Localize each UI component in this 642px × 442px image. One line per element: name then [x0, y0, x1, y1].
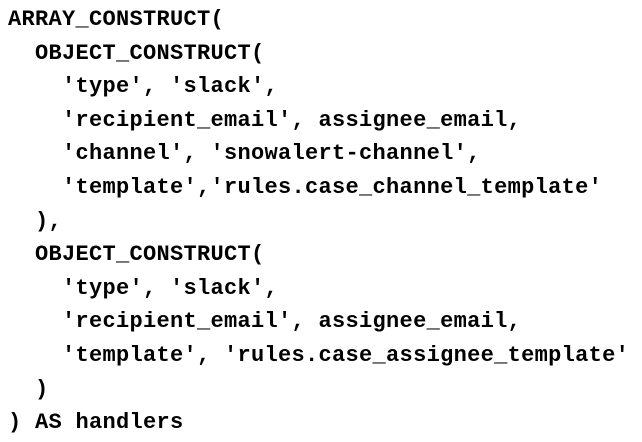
code-line: 'recipient_email', assignee_email,: [8, 309, 522, 335]
code-line: ),: [8, 208, 63, 234]
code-line: OBJECT_CONSTRUCT(: [8, 40, 265, 66]
code-line: ): [8, 376, 49, 402]
code-line: ARRAY_CONSTRUCT(: [8, 7, 225, 32]
code-line: 'type', 'slack',: [8, 74, 279, 100]
code-line: 'type', 'slack',: [8, 275, 279, 301]
code-line: 'template','rules.case_channel_template': [8, 174, 603, 200]
code-line: 'channel', 'snowalert-channel',: [8, 141, 481, 167]
code-line: ) AS handlers: [8, 410, 184, 436]
code-line: OBJECT_CONSTRUCT(: [8, 242, 265, 268]
code-line: 'recipient_email', assignee_email,: [8, 107, 522, 133]
code-line: 'template', 'rules.case_assignee_templat…: [8, 342, 630, 368]
